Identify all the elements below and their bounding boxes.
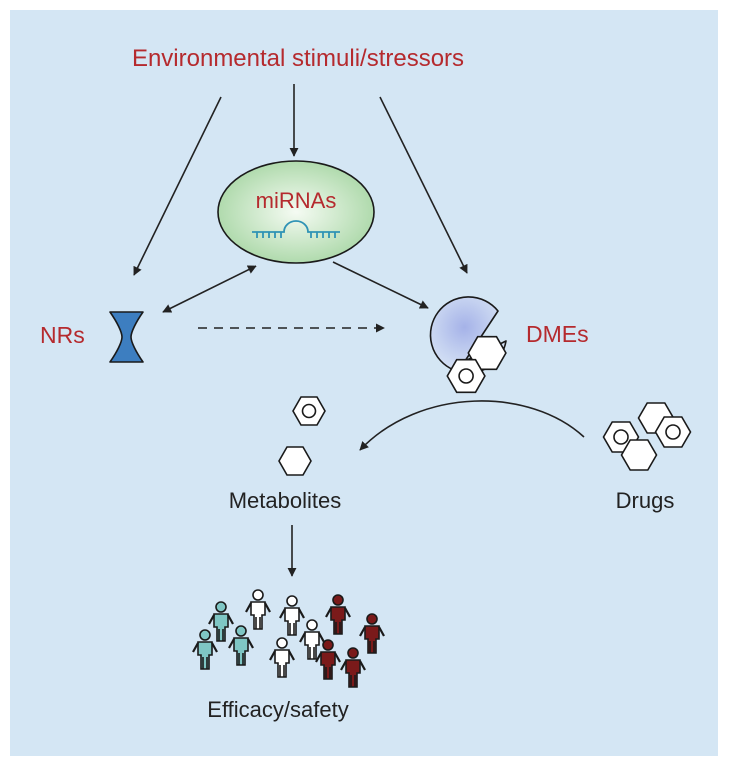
title-environmental-stimuli: Environmental stimuli/stressors xyxy=(132,45,464,72)
arrow-mirnas-to-dmes xyxy=(332,261,429,309)
diagram-background xyxy=(10,10,718,756)
arrow-drugs-to-metabolites xyxy=(359,400,585,451)
metabolite-molecule-icon xyxy=(278,396,326,476)
arrow-stimuli-to-nrs xyxy=(133,96,222,276)
drug-molecule-icon xyxy=(602,402,692,471)
enzyme-pacman-icon xyxy=(429,296,507,394)
mirna-hairpin-icon xyxy=(252,220,340,238)
nuclear-receptor-icon xyxy=(109,311,144,363)
nrs-label: NRs xyxy=(40,322,85,348)
mirnas-node: miRNAs xyxy=(217,160,375,264)
outcome-label: Efficacy/safety xyxy=(207,697,348,722)
bound-drug-molecule xyxy=(446,335,507,394)
mirnas-label: miRNAs xyxy=(256,188,337,213)
drugs-label: Drugs xyxy=(616,488,675,513)
arrow-stimuli-to-dmes xyxy=(379,96,468,274)
metabolites-label: Metabolites xyxy=(229,488,342,513)
arrow-mirnas-nrs-bidirectional xyxy=(162,265,257,313)
dmes-label: DMEs xyxy=(526,321,589,347)
